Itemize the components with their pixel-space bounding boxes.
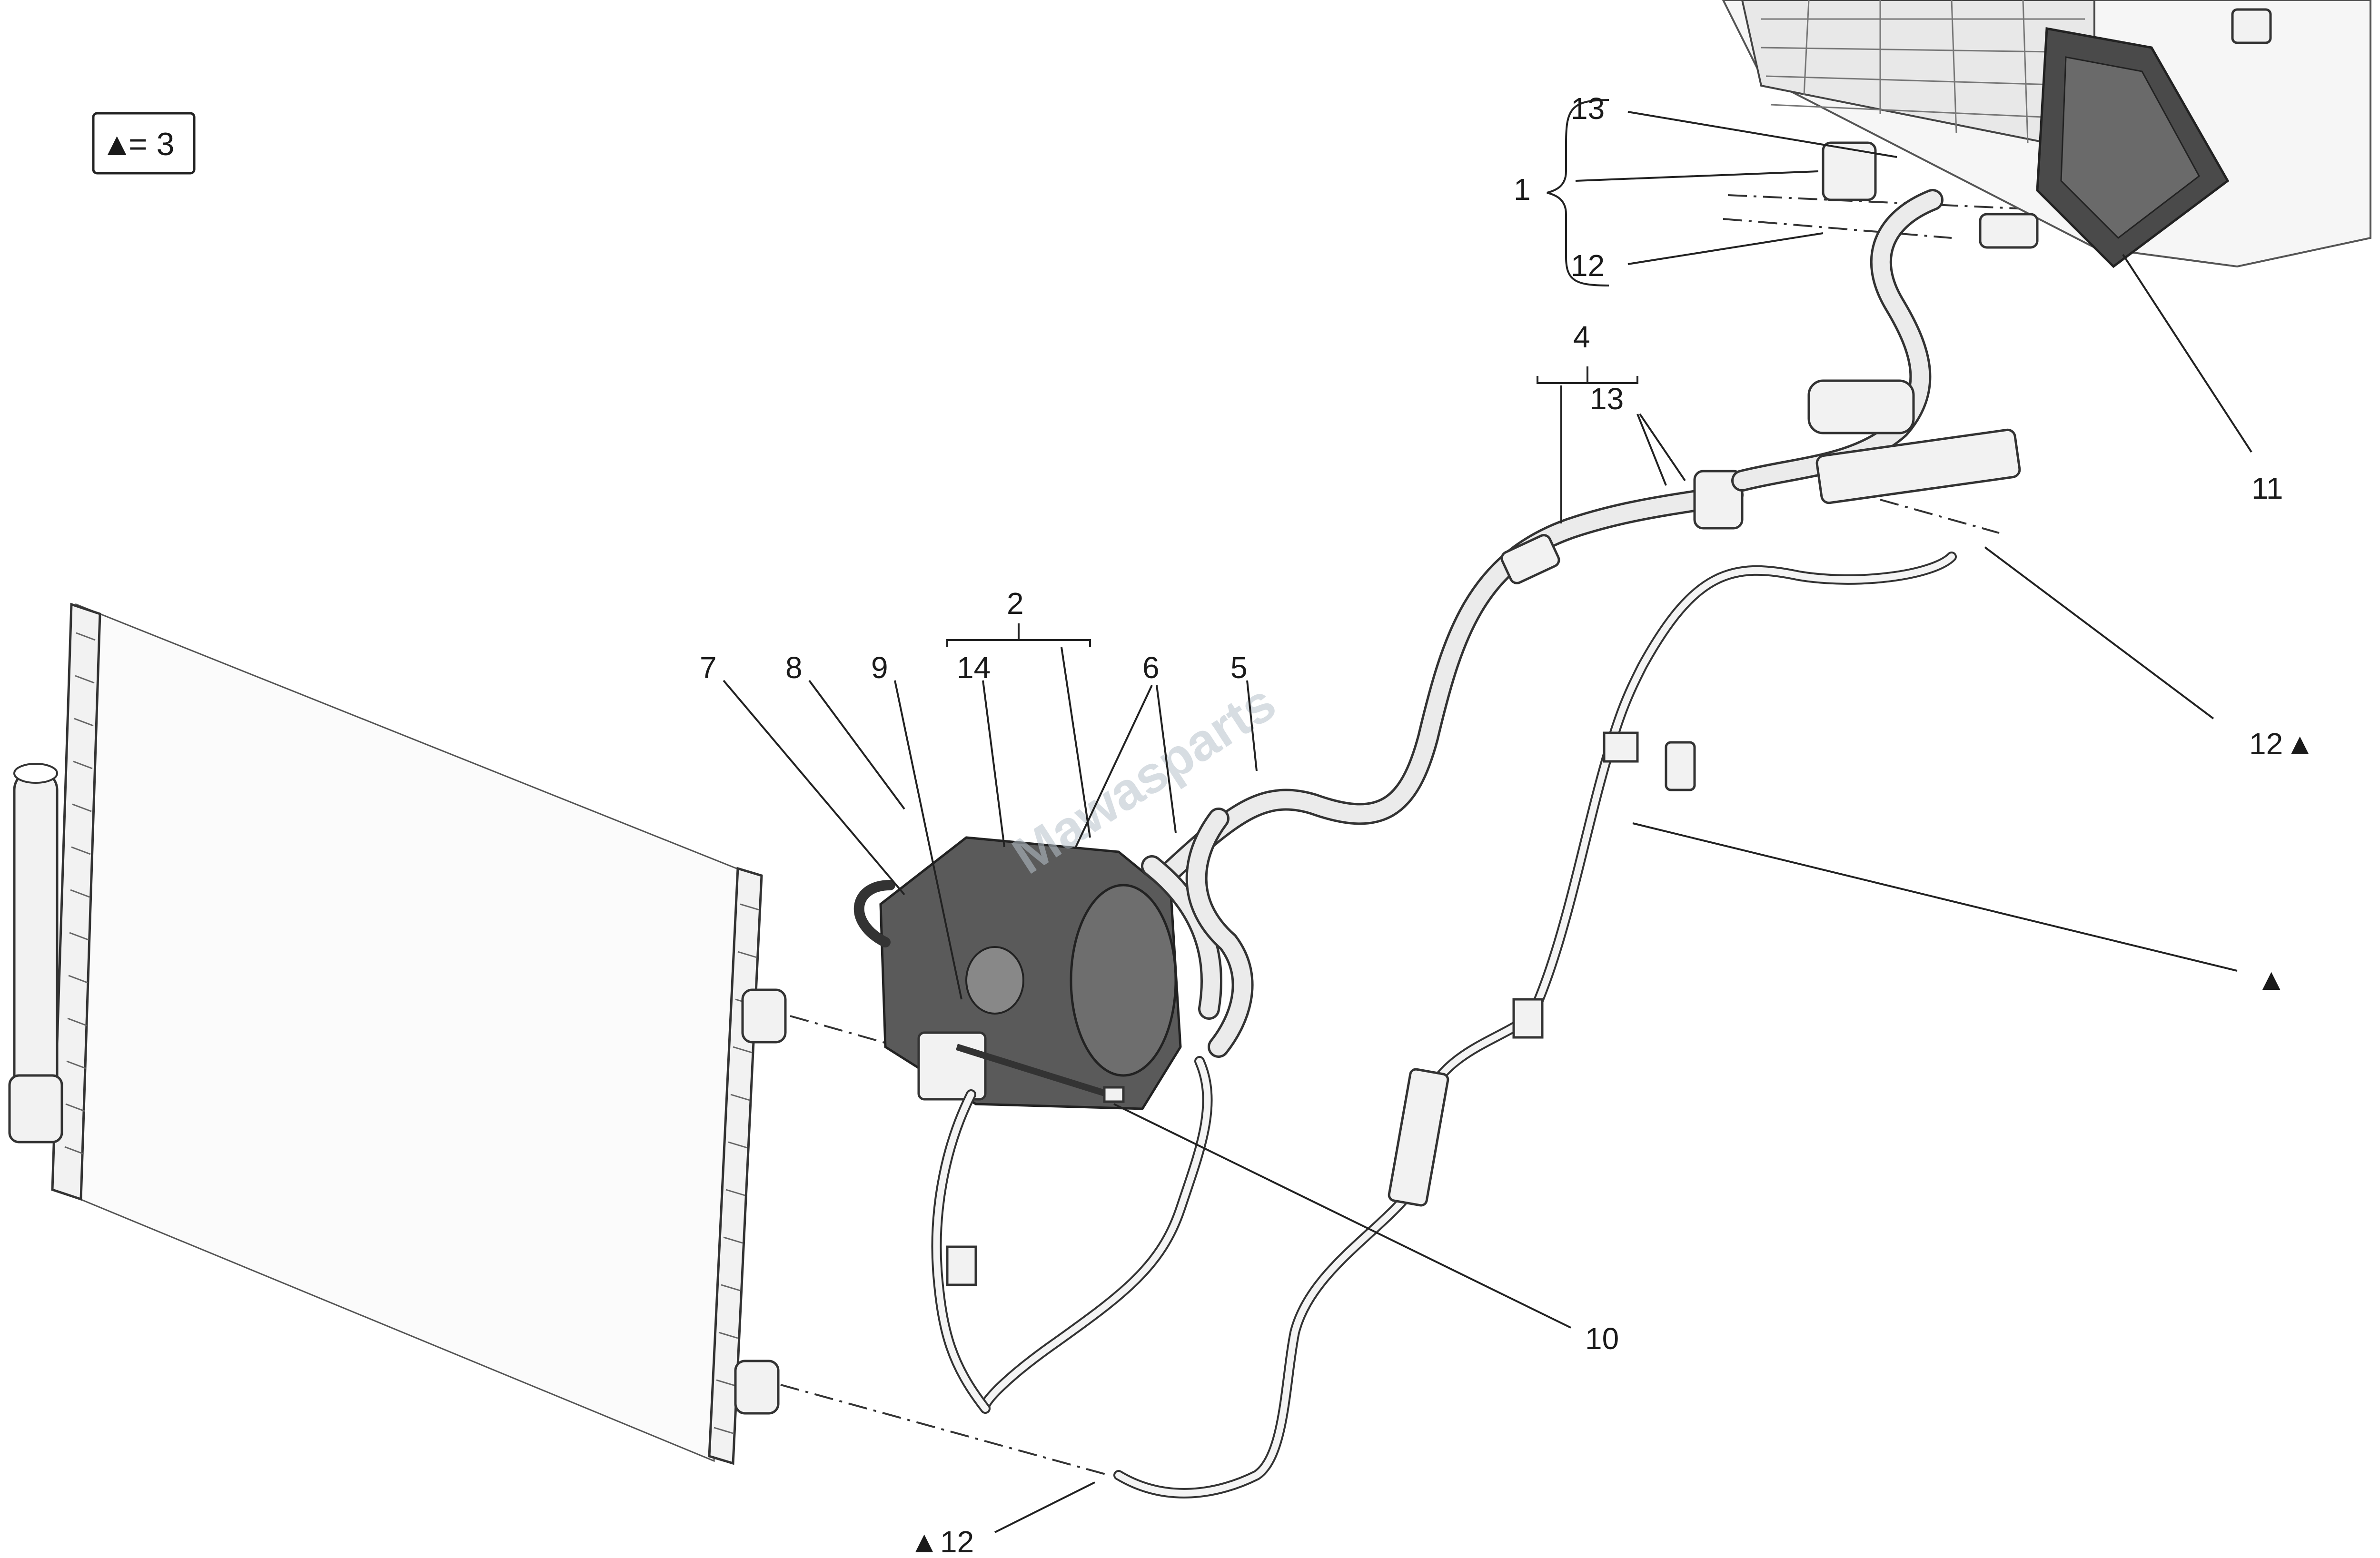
callout-11: 11 <box>2251 471 2283 505</box>
callout-12-tri-bottom-symbol: ▲ <box>909 1525 939 1558</box>
callout-9: 9 <box>871 651 888 685</box>
ac-compressor-icon <box>854 836 1182 1110</box>
discharge-pipe-icon <box>931 808 1254 1414</box>
condenser-icon <box>51 602 787 1465</box>
callout-12-tri-right: 12 <box>2249 727 2283 761</box>
callout-8: 8 <box>785 651 803 685</box>
callout-13-top: 13 <box>1571 91 1605 126</box>
callout-12-top: 12 <box>1571 248 1605 283</box>
suction-hose-icon <box>1160 141 2021 882</box>
leader-lines <box>723 99 2252 1533</box>
callout-7: 7 <box>700 651 717 685</box>
callouts: 1 13 12 11 4 13 12 ▲ ▲ 2 7 8 9 14 6 5 10… <box>700 91 2315 1558</box>
legend-box: ▲ = 3 <box>92 112 196 175</box>
callout-6: 6 <box>1142 651 1160 685</box>
callout-13-mid: 13 <box>1590 382 1624 416</box>
callout-5: 5 <box>1230 651 1248 685</box>
callout-2: 2 <box>1007 586 1024 621</box>
hvac-evaporator-unit-icon <box>1722 0 2371 268</box>
callout-10: 10 <box>1585 1321 1619 1356</box>
callout-12-tri-bottom: 12 <box>940 1525 974 1558</box>
receiver-drier-icon <box>8 763 63 1144</box>
liquid-pipe-icon <box>1113 552 1957 1499</box>
legend-text: = 3 <box>129 126 174 162</box>
callout-triangle-right: ▲ <box>2256 962 2286 996</box>
callout-4: 4 <box>1573 320 1590 354</box>
watermark-text: Mawasparts <box>1002 673 1286 885</box>
callout-14: 14 <box>957 651 991 685</box>
legend-triangle: ▲ <box>101 126 133 162</box>
callout-1: 1 <box>1514 172 1531 207</box>
callout-12-tri-right-symbol: ▲ <box>2285 727 2315 761</box>
